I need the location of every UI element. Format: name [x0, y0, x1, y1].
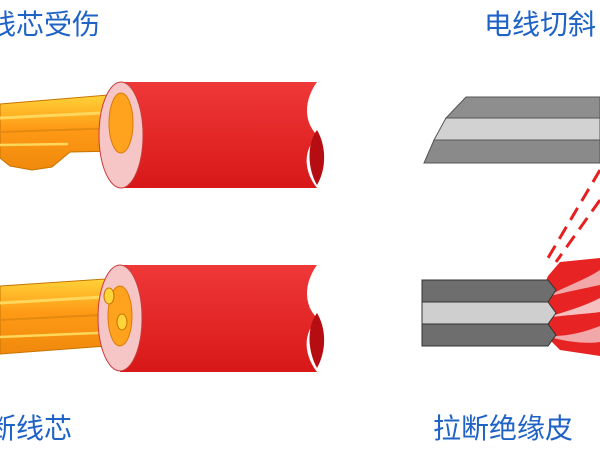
- torn-insulation-ribbon: [544, 298, 600, 318]
- conductor-end-face: [108, 92, 134, 154]
- cut-line: [554, 199, 600, 263]
- blade-bottom: [423, 139, 600, 164]
- broken-strand-end: [103, 287, 115, 305]
- torn-insulation-ribbon: [546, 270, 600, 297]
- insulation-jacket: [120, 82, 317, 188]
- label-torn-insulation: 拉断绝缘皮: [433, 412, 574, 445]
- insulation-jacket: [120, 265, 317, 372]
- blade-top: [444, 96, 600, 119]
- insulation-shade: [309, 130, 325, 185]
- wire-torn-insulation: [421, 258, 600, 356]
- cut-line: [546, 169, 600, 259]
- strand-line: [0, 142, 69, 147]
- broken-strand-end: [116, 313, 128, 331]
- wire-broken-core: [0, 264, 330, 372]
- cut-angle-lines: [546, 169, 600, 263]
- blade-middle: [433, 117, 600, 141]
- label-damaged-core: 线芯受伤: [0, 8, 101, 41]
- strand-line: [0, 110, 121, 120]
- insulation-shade: [309, 313, 325, 368]
- label-skewed-cut: 电线切斜: [484, 8, 597, 41]
- conductor-top: [421, 279, 557, 303]
- wire-damaged-core: [0, 81, 330, 189]
- blade-skewed-cut: [423, 96, 600, 164]
- conductor-bottom: [421, 323, 557, 347]
- conductor-middle: [421, 301, 557, 325]
- label-broken-core: 断线芯: [0, 412, 73, 445]
- torn-insulation-ribbon: [546, 326, 600, 343]
